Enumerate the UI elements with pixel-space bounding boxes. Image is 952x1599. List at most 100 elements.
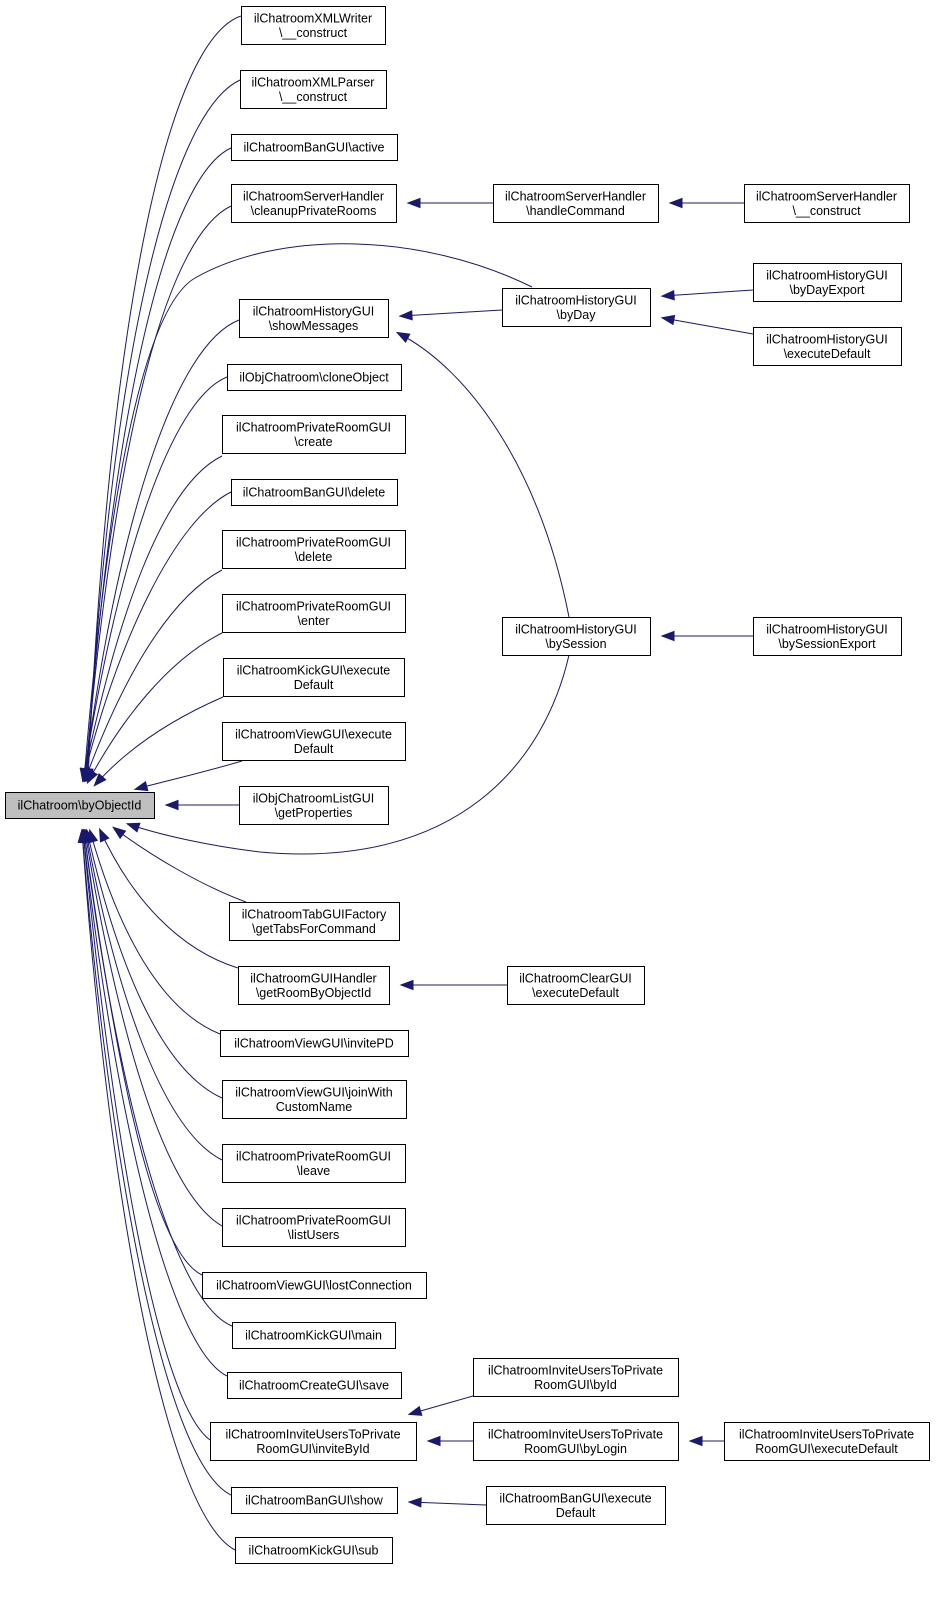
edge-line [84, 569, 223, 781]
edge-line [662, 317, 754, 335]
node-invitebyid[interactable]: ilChatroomInviteUsersToPrivateRoomGUI\in… [210, 1422, 417, 1461]
node-srvconstruct[interactable]: ilChatroomServerHandler\__construct [744, 184, 910, 223]
node-label: \listUsers [288, 1228, 339, 1242]
node-privleave[interactable]: ilChatroomPrivateRoomGUI\leave [222, 1144, 406, 1183]
edge-line [84, 205, 232, 781]
node-box [229, 902, 400, 941]
node-banshow[interactable]: ilChatroomBanGUI\show [231, 1487, 398, 1514]
node-handlecmd[interactable]: ilChatroomServerHandler\handleCommand [493, 184, 659, 223]
edge-tabfactory-to-root [112, 826, 247, 903]
node-bydayexport[interactable]: ilChatroomHistoryGUI\byDayExport [753, 263, 902, 302]
node-label: \bySession [545, 637, 606, 651]
node-clone[interactable]: ilObjChatroom\cloneObject [227, 364, 402, 391]
edge-line [83, 830, 233, 1327]
arrowhead [395, 331, 411, 343]
arrowhead [77, 828, 89, 843]
node-label: ilChatroomGUIHandler [250, 971, 376, 985]
edge-line [87, 15, 242, 781]
node-createsave[interactable]: ilChatroomCreateGUI\save [227, 1372, 402, 1399]
node-guihandler[interactable]: ilChatroomGUIHandler\getRoomByObjectId [238, 966, 390, 1005]
edge-line [83, 243, 533, 781]
node-listgui[interactable]: ilObjChatroomListGUI\getProperties [239, 786, 389, 825]
arrowhead [688, 1435, 703, 1447]
edge-line [662, 289, 754, 297]
node-label: ilChatroomViewGUI\joinWith [235, 1085, 393, 1099]
node-xmlparser[interactable]: ilChatroomXMLParser\__construct [240, 70, 387, 109]
node-label: \create [294, 435, 332, 449]
node-box [223, 658, 405, 697]
node-bysessionexport[interactable]: ilChatroomHistoryGUI\bySessionExport [753, 617, 902, 656]
node-label: \enter [298, 614, 330, 628]
node-box [486, 1486, 666, 1525]
node-byday[interactable]: ilChatroomHistoryGUI\byDay [502, 288, 651, 327]
node-kickmain[interactable]: ilChatroomKickGUI\main [232, 1322, 396, 1349]
node-banactive[interactable]: ilChatroomBanGUI\active [231, 134, 398, 161]
arrowhead [99, 827, 110, 843]
node-label: ilChatroomInviteUsersToPrivate [739, 1427, 914, 1441]
node-label: \delete [295, 550, 333, 564]
node-root[interactable]: ilChatroom\byObjectId [5, 792, 155, 819]
node-lostconn[interactable]: ilChatroomViewGUI\lostConnection [202, 1272, 427, 1299]
node-label: Default [294, 678, 334, 692]
node-cleanup[interactable]: ilChatroomServerHandler\cleanupPrivateRo… [231, 184, 397, 223]
node-tabfactory[interactable]: ilChatroomTabGUIFactory\getTabsForComman… [229, 902, 400, 941]
edge-line [83, 830, 203, 1276]
nodes-layer: ilChatroom\byObjectId ilChatroomXMLWriter… [5, 6, 930, 1564]
node-bylogin[interactable]: ilChatroomInviteUsersToPrivateRoomGUI\by… [473, 1422, 679, 1461]
node-banexec[interactable]: ilChatroomBanGUI\executeDefault [486, 1486, 666, 1525]
node-box [222, 722, 406, 761]
arrowhead [86, 769, 99, 785]
node-label: ilChatroomClearGUI [519, 971, 632, 985]
node-privcreate[interactable]: ilChatroomPrivateRoomGUI\create [222, 415, 406, 454]
edges-layer [77, 15, 754, 1551]
edge-handlecmd-to-cleanup [406, 197, 493, 209]
node-privlist[interactable]: ilChatroomPrivateRoomGUI\listUsers [222, 1208, 406, 1247]
edge-cleanup-to-root [80, 205, 232, 783]
edge-line [400, 309, 503, 317]
node-histexec[interactable]: ilChatroomHistoryGUI\executeDefault [753, 327, 902, 366]
edge-bysession-to-root [125, 654, 570, 855]
edge-bylogin-to-invitebyid [426, 1435, 473, 1447]
edge-invitebyid-to-root [78, 828, 211, 1441]
node-kicksub[interactable]: ilChatroomKickGUI\sub [235, 1537, 393, 1564]
edge-inviteexec-to-bylogin [688, 1435, 724, 1447]
node-box [222, 1208, 406, 1247]
node-viewexec[interactable]: ilChatroomViewGUI\executeDefault [222, 722, 406, 761]
edge-listgui-to-root [164, 799, 239, 811]
node-label: \handleCommand [526, 204, 625, 218]
node-box [753, 327, 902, 366]
node-label: ilChatroomInviteUsersToPrivate [225, 1427, 400, 1441]
edge-bydayexport-to-byday [660, 289, 754, 301]
node-box [493, 184, 659, 223]
node-label: ilChatroomPrivateRoomGUI [236, 535, 391, 549]
edge-line [82, 830, 228, 1377]
node-box [231, 134, 398, 161]
node-label: \__construct [279, 90, 348, 104]
node-label: ilChatroom\byObjectId [18, 799, 142, 813]
edge-line [82, 455, 223, 781]
node-box [232, 1322, 396, 1349]
edge-histexec-to-byday [660, 314, 754, 335]
arrowhead [399, 979, 414, 991]
node-clearexec[interactable]: ilChatroomClearGUI\executeDefault [507, 966, 645, 1005]
edge-line [127, 654, 570, 855]
edge-line [86, 830, 223, 1099]
node-box [222, 1080, 407, 1119]
node-invitepd[interactable]: ilChatroomViewGUI\invitePD [220, 1030, 409, 1057]
node-box [507, 966, 645, 1005]
node-inviteexec[interactable]: ilChatroomInviteUsersToPrivateRoomGUI\ex… [724, 1422, 930, 1461]
node-kickexec[interactable]: ilChatroomKickGUI\executeDefault [223, 658, 405, 697]
edge-xmlwriter-to-root [83, 15, 242, 783]
arrowhead [660, 290, 675, 301]
node-label: \executeDefault [784, 347, 871, 361]
node-bysession[interactable]: ilChatroomHistoryGUI\bySession [502, 617, 651, 656]
node-priventer[interactable]: ilChatroomPrivateRoomGUI\enter [222, 594, 406, 633]
node-box [241, 6, 386, 45]
node-showmsg[interactable]: ilChatroomHistoryGUI\showMessages [239, 299, 389, 338]
node-label: ilChatroomBanGUI\execute [499, 1491, 651, 1505]
node-bandelete[interactable]: ilChatroomBanGUI\delete [231, 479, 398, 506]
node-xmlwriter[interactable]: ilChatroomXMLWriter\__construct [241, 6, 386, 45]
node-privdelete[interactable]: ilChatroomPrivateRoomGUI\delete [222, 530, 406, 569]
node-byid[interactable]: ilChatroomInviteUsersToPrivateRoomGUI\by… [473, 1358, 679, 1397]
